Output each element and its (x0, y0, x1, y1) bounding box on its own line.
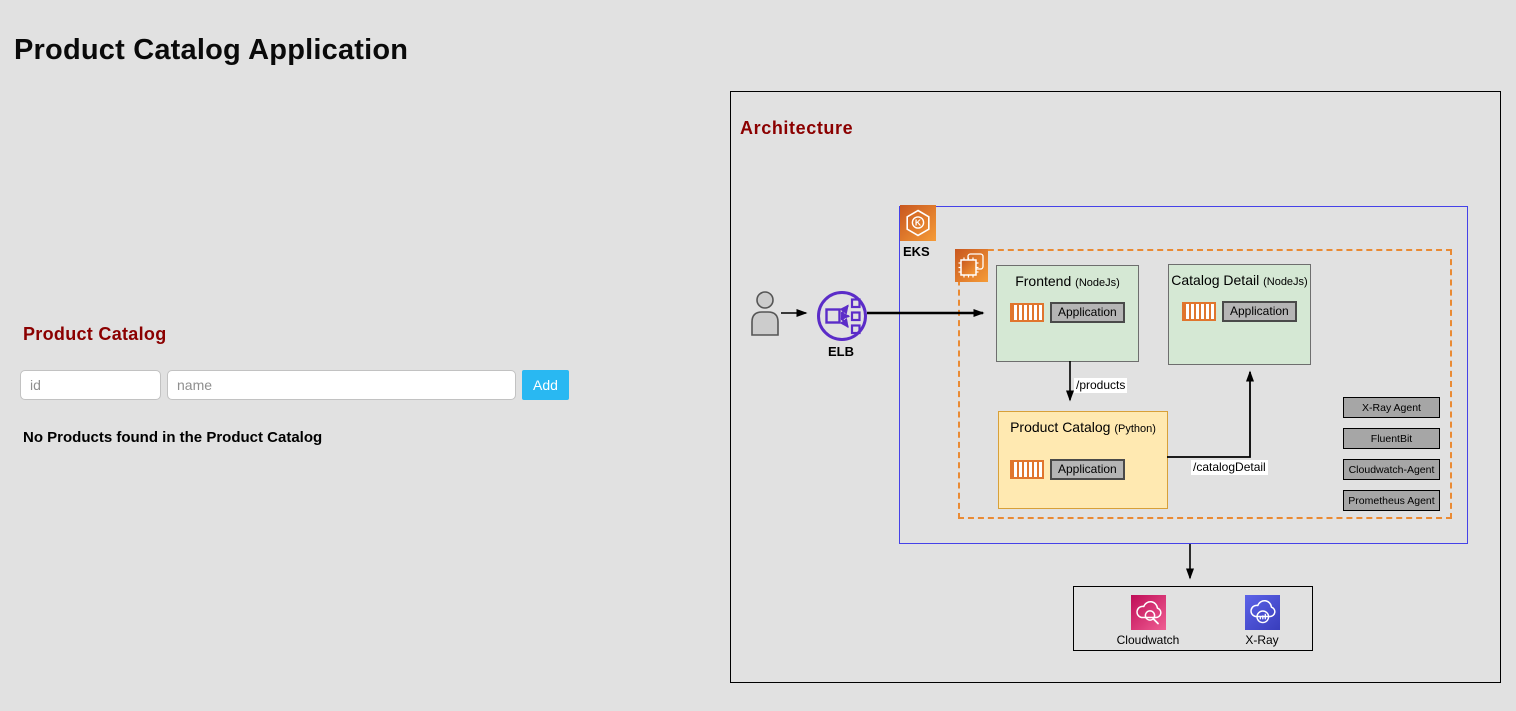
application-chip: Application (1050, 459, 1125, 480)
xray-icon (1244, 595, 1280, 630)
eks-icon: K (900, 205, 936, 241)
frontend-node: Frontend (NodeJs) Application (996, 265, 1139, 362)
elb-label: ELB (828, 344, 854, 359)
monitoring-box: Cloudwatch (1073, 586, 1313, 651)
container-icon (1010, 460, 1044, 479)
catalog-detail-title-text: Catalog Detail (1171, 272, 1260, 288)
frontend-node-body: Application (1010, 302, 1138, 323)
agent-box-cloudwatch: Cloudwatch-Agent (1343, 459, 1440, 480)
cloudwatch-label: Cloudwatch (1116, 633, 1180, 647)
add-button[interactable]: Add (522, 370, 569, 400)
frontend-runtime-text: (NodeJs) (1075, 277, 1120, 289)
agent-box-prometheus: Prometheus Agent (1343, 490, 1440, 511)
application-chip: Application (1050, 302, 1125, 323)
agent-box-fluentbit: FluentBit (1343, 428, 1440, 449)
container-icon (1182, 302, 1216, 321)
edge-label-catalog-detail: /catalogDetail (1191, 460, 1268, 475)
product-catalog-node: Product Catalog (Python) Application (998, 411, 1168, 509)
elb-icon (817, 291, 867, 341)
edge-label-products: /products (1074, 378, 1128, 393)
product-catalog-runtime-text: (Python) (1114, 423, 1156, 435)
architecture-panel: Architecture ELB (730, 91, 1501, 683)
cloudwatch-item: Cloudwatch (1111, 595, 1185, 647)
node-group-dashed-box (958, 249, 1452, 519)
id-input[interactable] (20, 370, 161, 400)
eks-label: EKS (903, 244, 930, 259)
page-title: Product Catalog Application (14, 34, 409, 66)
container-icon (1010, 303, 1044, 322)
user-icon (751, 291, 779, 336)
add-product-form: Add (20, 370, 569, 400)
frontend-node-title: Frontend (NodeJs) (997, 273, 1138, 289)
eks-cluster-box (899, 206, 1468, 544)
catalog-detail-node: Catalog Detail (NodeJs) Application (1168, 264, 1311, 365)
xray-item: X-Ray (1225, 595, 1299, 647)
xray-label: X-Ray (1245, 633, 1279, 647)
product-catalog-title-text: Product Catalog (1010, 419, 1111, 435)
ec2-instance-icon (955, 249, 988, 282)
catalog-heading: Product Catalog (23, 324, 167, 344)
name-input[interactable] (167, 370, 516, 400)
product-catalog-node-body: Application (1010, 459, 1167, 480)
application-chip: Application (1222, 301, 1297, 322)
empty-message: No Products found in the Product Catalog (23, 429, 323, 446)
catalog-detail-node-title: Catalog Detail (NodeJs) (1169, 272, 1310, 288)
catalog-detail-runtime-text: (NodeJs) (1263, 276, 1308, 288)
frontend-title-text: Frontend (1015, 273, 1072, 289)
agent-box-xray: X-Ray Agent (1343, 397, 1440, 418)
product-catalog-node-title: Product Catalog (Python) (999, 419, 1167, 435)
architecture-heading: Architecture (740, 118, 854, 138)
eks-icon-letter: K (915, 218, 922, 228)
catalog-detail-node-body: Application (1182, 301, 1310, 322)
cloudwatch-icon (1130, 595, 1166, 630)
